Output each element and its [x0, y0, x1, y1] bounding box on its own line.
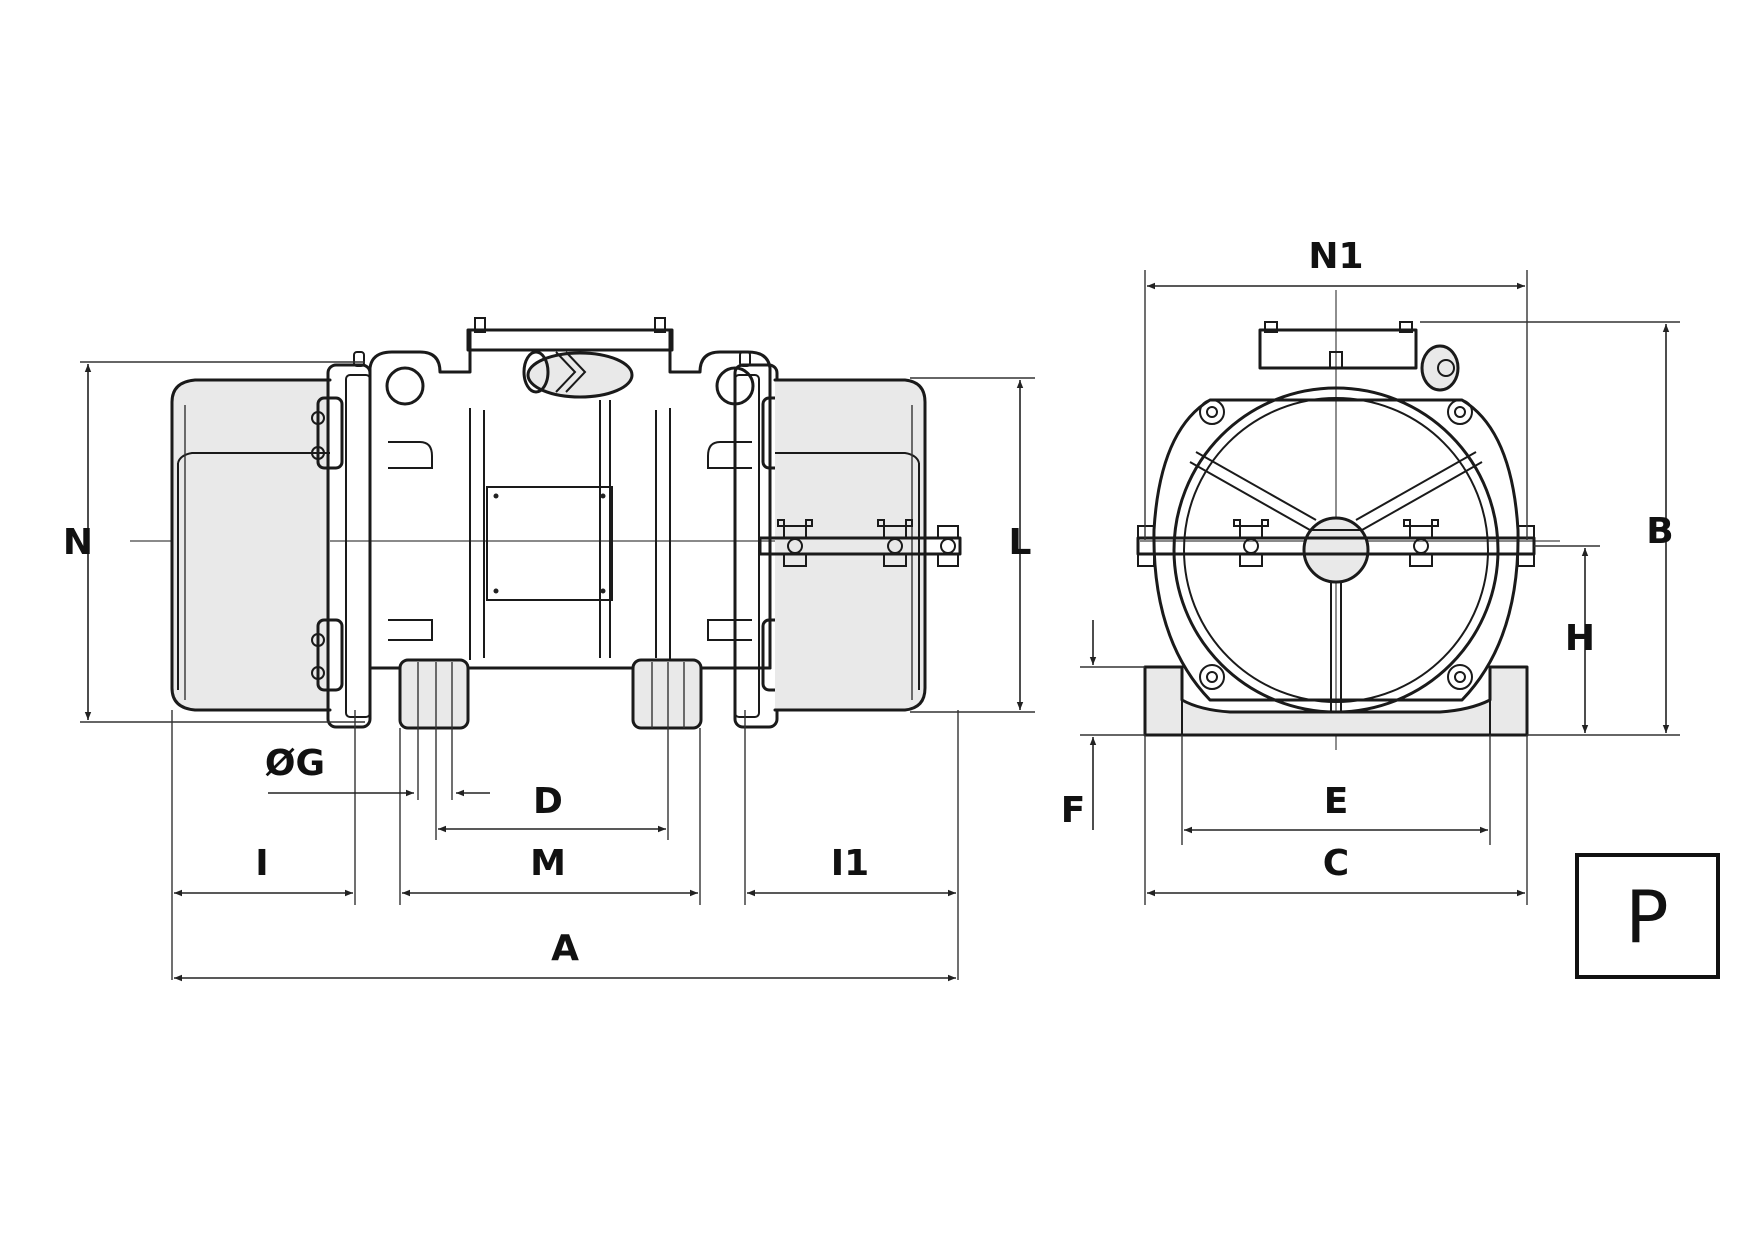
- label-F: F: [1061, 790, 1086, 831]
- right-end-cover: [773, 378, 927, 712]
- label-I: I: [255, 843, 268, 884]
- label-H: H: [1565, 618, 1595, 659]
- left-end-cover: [170, 378, 332, 712]
- end-view-housing: [1152, 321, 1520, 714]
- label-N1: N1: [1308, 236, 1363, 277]
- label-A: A: [551, 928, 579, 969]
- label-C: C: [1323, 843, 1349, 884]
- central-body: [368, 317, 772, 670]
- dimension-labels: N L ØG D I M I1 A N1 B H F E C: [63, 236, 1674, 969]
- end-view-base: [1143, 665, 1529, 737]
- label-E: E: [1324, 781, 1349, 822]
- label-D: D: [533, 781, 563, 822]
- model-box: P: [1575, 853, 1720, 979]
- label-L: L: [1009, 522, 1032, 563]
- end-dimensions: [1080, 270, 1680, 905]
- end-view: [1080, 270, 1680, 905]
- label-M: M: [530, 843, 566, 884]
- label-OG: ØG: [265, 743, 325, 784]
- side-tie-rod: [758, 519, 962, 567]
- label-B: B: [1646, 511, 1673, 552]
- side-dimensions: [80, 361, 1035, 982]
- label-I1: I1: [831, 843, 869, 884]
- label-N: N: [63, 522, 93, 563]
- side-view: [80, 317, 1035, 982]
- side-feet: [398, 658, 703, 730]
- model-label: P: [1625, 875, 1668, 959]
